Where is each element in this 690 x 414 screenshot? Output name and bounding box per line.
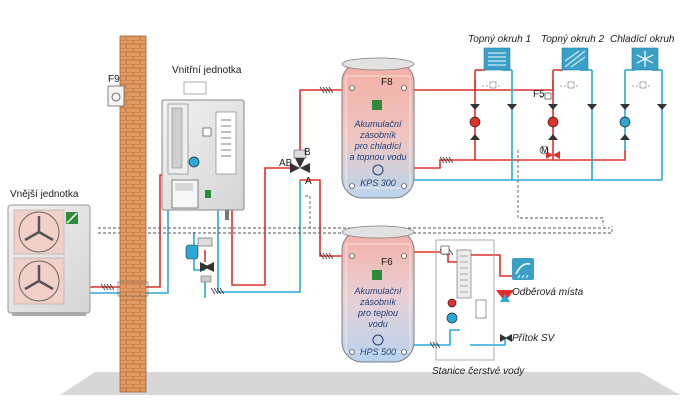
fresh-water-station-label: Stanice čerstvé vody [432,366,525,377]
valve-port-ab: AB [279,158,293,169]
tank2-model: HPS 500 [360,347,396,357]
indoor-unit-label: Vnitřní jednotka [172,65,242,76]
tank1-text-4: a topnou vodu [349,152,406,162]
indoor-unit [161,81,245,220]
tank2-text-1: Akumulační [353,286,403,296]
insulation-marks [100,86,454,349]
fresh-water-station [435,239,495,361]
cold-inlet-valve [500,334,512,342]
emitter-cooling [631,47,659,71]
valve-port-b: B [304,147,311,158]
f9-label: F9 [108,74,120,85]
f8-label: F8 [381,77,393,88]
pump-icon [188,156,200,168]
f5-label: F5 [533,89,545,100]
pump-icon [446,312,458,324]
tank2-text-3: pro teplou [357,308,398,318]
cooling-circuit-label: Chladící okruh [610,34,675,45]
tapping-points-label: Odběrová místa [512,287,584,298]
f9-sensor [107,85,125,107]
emitter-heating-1 [483,47,511,71]
valve-port-a: A [305,176,312,187]
three-way-valve [290,149,310,173]
safety-valve [496,290,514,302]
tank1-text-1: Akumulační [353,119,403,129]
fan-icon [24,216,54,291]
logo-icon [372,100,382,110]
tank-hps-500 [341,225,415,363]
floor [60,372,680,395]
wall-sleeve [117,281,149,297]
tank1-model: KPS 300 [360,178,396,188]
heating-circuit-1-label: Topný okruh 1 [468,34,531,45]
mixer-motor-label: M [541,145,549,155]
outdoor-unit [7,204,91,316]
emitter-heating-2 [561,47,589,71]
tap-icon [512,258,534,280]
tank1-text-2: zásobník [359,130,397,140]
indoor-accessories [185,237,214,283]
snowflake-icon [636,51,654,67]
tank2-text-2: zásobník [359,297,397,307]
tank-kps-300 [341,57,415,199]
expansion-icon [183,81,207,95]
tank1-text-3: pro chladící [354,141,403,151]
circuit-components [469,81,667,159]
logo-icon [372,270,382,280]
outdoor-unit-label: Vnější jednotka [10,189,79,200]
cold-water-inlet-label: Přítok SV [512,333,556,344]
heating-circuit-2-label: Topný okruh 2 [541,34,604,45]
f6-label: F6 [381,257,393,268]
tank2-text-4: vodu [368,319,388,329]
